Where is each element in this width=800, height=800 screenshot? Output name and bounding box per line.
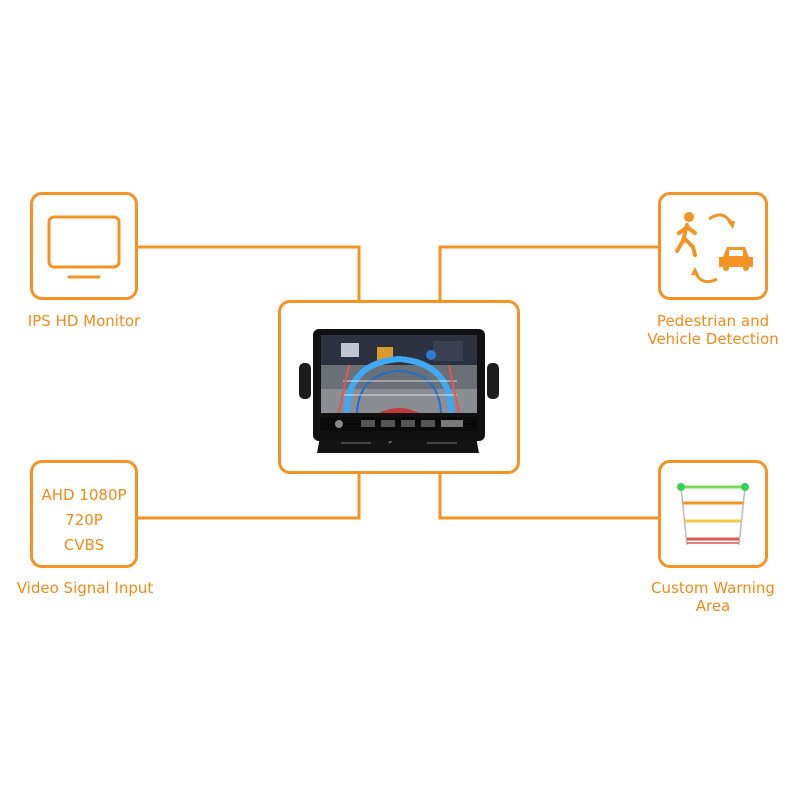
warning-area-label-line2: Area bbox=[695, 597, 731, 615]
format-720p: 720P bbox=[65, 511, 103, 529]
video-input-box: AHD 1080P 720P CVBS bbox=[30, 460, 138, 568]
warning-area-box bbox=[658, 460, 768, 568]
detection-label-line2: Vehicle Detection bbox=[647, 330, 779, 348]
video-input-label: Video Signal Input bbox=[16, 579, 154, 597]
ips-monitor-label: IPS HD Monitor bbox=[27, 312, 141, 330]
detection-label: Pedestrian and Vehicle Detection bbox=[628, 312, 798, 348]
warning-area-label: Custom Warning Area bbox=[628, 579, 798, 615]
warning-area-label-line1: Custom Warning bbox=[651, 579, 775, 597]
monitor-icon bbox=[47, 215, 121, 279]
product-box bbox=[278, 300, 520, 474]
pedestrian-vehicle-icon bbox=[675, 212, 753, 284]
format-cvbs: CVBS bbox=[63, 536, 105, 554]
warning-area-icon bbox=[677, 483, 749, 546]
monitor-product-image bbox=[299, 329, 499, 453]
detection-box bbox=[658, 192, 768, 300]
detection-label-line1: Pedestrian and bbox=[656, 312, 770, 330]
format-ahd-1080p: AHD 1080P bbox=[41, 486, 127, 504]
ips-monitor-box bbox=[30, 192, 138, 300]
